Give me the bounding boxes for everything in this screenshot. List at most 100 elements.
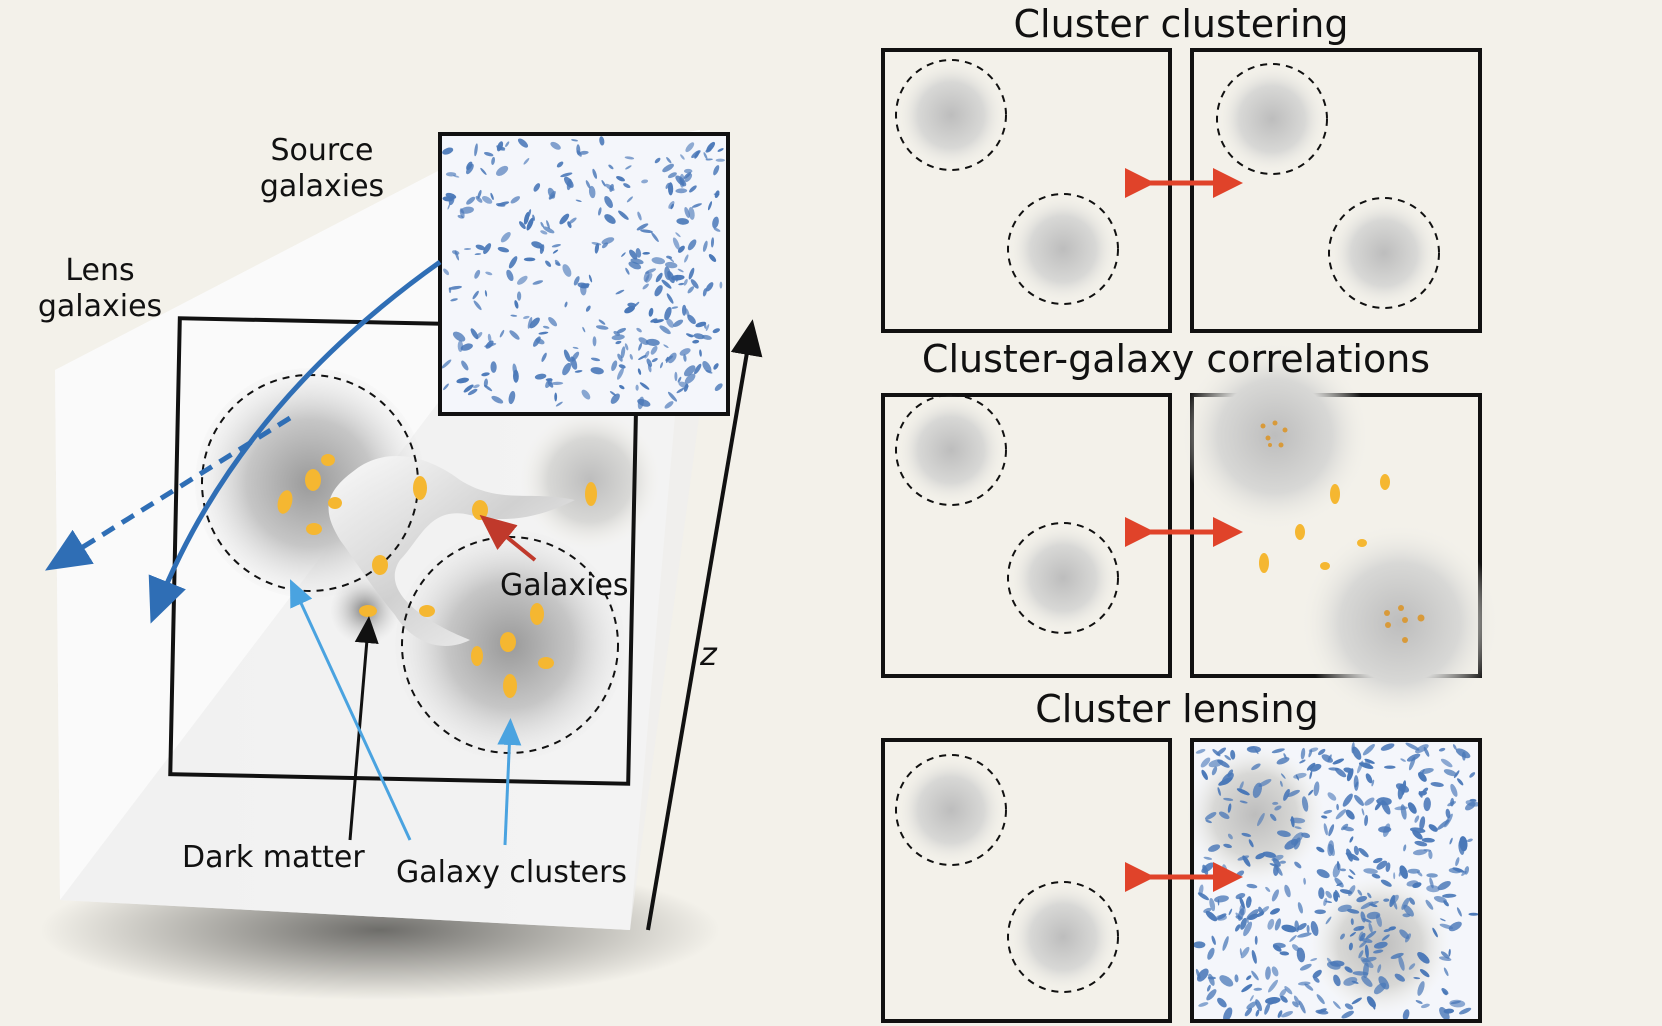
source-galaxy [1412,829,1423,840]
source-galaxy [454,250,460,261]
source-galaxy [592,168,598,179]
source-galaxy [1407,802,1417,814]
source-galaxy [1469,772,1476,778]
source-galaxy [1200,757,1211,768]
cluster-halo [896,755,1006,865]
source-galaxy [1334,877,1344,888]
source-galaxy [538,245,544,252]
source-galaxy [1394,973,1405,982]
source-galaxy [443,268,450,276]
source-galaxy [1408,963,1416,970]
source-galaxy [620,346,626,359]
source-galaxy [692,339,700,344]
source-galaxy [713,227,721,232]
source-galaxy [1281,1010,1294,1018]
source-galaxy [460,206,474,214]
source-galaxy [621,252,626,257]
source-galaxy [1272,858,1281,867]
source-galaxy [1203,856,1213,860]
source-galaxy [638,354,647,361]
source-galaxy [1440,758,1453,768]
source-galaxy [601,242,609,249]
source-galaxy [517,138,529,148]
cluster-boundary [1328,197,1440,309]
source-galaxy [1344,966,1353,973]
source-galaxy [1297,932,1312,938]
galaxy-group [1260,420,1425,643]
source-galaxy [666,157,672,164]
source-galaxy [1306,762,1316,771]
galaxy [1265,435,1271,441]
source-galaxy [705,324,710,332]
source-galaxy [1313,781,1320,797]
source-galaxy [1274,805,1282,811]
dark-matter-label: Dark matter [182,840,365,875]
source-galaxy [1406,753,1421,762]
source-galaxy [473,384,480,389]
source-galaxy [538,331,549,335]
source-galaxy [1321,754,1333,763]
source-galaxy [598,207,602,216]
source-galaxy [1246,975,1252,981]
cluster-halo [1329,198,1439,308]
source-galaxy [1334,767,1347,778]
source-galaxy [1432,927,1438,938]
lens-galaxies-label: Lens galaxies [36,253,164,325]
source-galaxy [588,185,596,199]
source-galaxy [1252,782,1263,798]
source-galaxy [637,368,642,375]
source-galaxy [1283,788,1290,801]
source-galaxy [1310,920,1319,937]
source-galaxy [484,342,497,348]
source-galaxy [1359,932,1366,942]
source-galaxy [1277,830,1291,838]
source-galaxy [1357,889,1363,896]
source-galaxy [1340,933,1345,940]
galaxy [1402,617,1408,623]
source-galaxy [665,182,670,189]
source-galaxy [510,314,518,317]
source-galaxy [1365,760,1371,766]
source-galaxy [540,230,548,235]
source-galaxy [641,179,649,184]
source-galaxy [662,163,674,173]
source-galaxy [1206,984,1211,992]
source-galaxy [677,245,685,253]
source-galaxy [1240,917,1247,930]
source-galaxy [611,360,618,372]
source-galaxy [1439,1007,1450,1021]
panel-cluster-lensing [881,738,1482,1023]
source-galaxy [1349,836,1354,843]
source-galaxy [1330,960,1345,967]
source-galaxy [1418,771,1427,782]
source-galaxy [1356,895,1368,903]
source-galaxy [1452,744,1457,750]
source-galaxy [1393,872,1396,880]
source-galaxy [1438,747,1446,752]
source-galaxy [1279,780,1283,787]
panel-cluster-galaxy [881,341,1500,723]
lightcone-diagram [40,130,763,1000]
source-galaxy [1450,783,1458,797]
source-galaxy [574,370,583,373]
source-galaxy [688,206,695,220]
source-galaxy [588,274,593,283]
source-galaxy [1412,849,1428,856]
source-galaxy [483,152,494,157]
source-galaxy [472,290,479,300]
source-galaxy [1268,979,1278,993]
source-galaxy [1271,889,1279,902]
source-galaxy [695,321,707,328]
source-galaxy [1380,879,1392,887]
source-galaxy [1235,924,1241,932]
source-galaxy [1291,832,1304,845]
source-galaxy [1304,983,1314,991]
lens-plane [168,316,660,786]
source-galaxy [654,285,663,297]
source-galaxy [496,165,509,176]
source-galaxy [1449,837,1453,845]
source-galaxy [572,346,579,349]
source-galaxy [1384,765,1396,769]
source-galaxy [1336,803,1339,811]
slab-floor [60,400,700,930]
